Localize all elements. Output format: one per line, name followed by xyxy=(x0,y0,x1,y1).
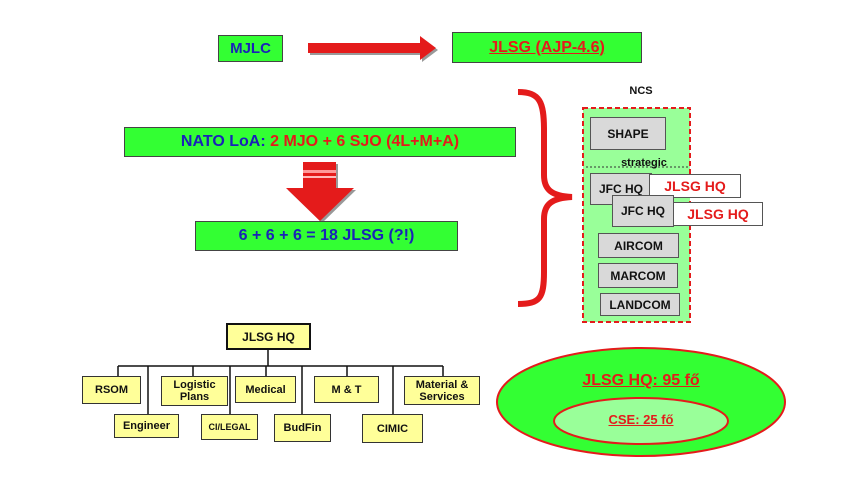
down-arrow xyxy=(286,162,356,223)
nato-loa-text: 2 MJO + 6 SJO (4L+M+A) xyxy=(265,133,460,150)
jlsg-hq-label-2: JLSG HQ xyxy=(687,206,749,222)
curly-brace xyxy=(517,89,573,307)
mjlc-label: MJLC xyxy=(230,40,271,57)
org-root-label: JLSG HQ xyxy=(242,329,295,344)
org-unit-rsom-label: RSOM xyxy=(95,384,128,396)
org-unit-logistic-plans: Logistic Plans xyxy=(161,376,228,406)
aircom-label: AIRCOM xyxy=(614,238,663,253)
org-unit-cimic: CIMIC xyxy=(362,414,423,443)
ncs-label: NCS xyxy=(629,85,653,97)
jfc-hq-box-2: JFC HQ xyxy=(612,195,674,227)
org-chart-connectors xyxy=(117,350,444,414)
strategic-label: strategic xyxy=(621,157,667,169)
mjlc-box: MJLC xyxy=(218,35,283,62)
nato-loa-prefix: NATO LoA: xyxy=(180,133,266,150)
inner-ellipse-label: CSE: 25 fő xyxy=(608,412,674,427)
jlsg-ajp-box: JLSG (AJP-4.6) xyxy=(452,32,642,63)
org-unit-engineer: Engineer xyxy=(114,414,179,438)
org-unit-medical-label: Medical xyxy=(245,383,286,396)
org-unit-ci-legal-label: CI/LEGAL xyxy=(208,422,251,432)
org-root-jlsg-hq: JLSG HQ xyxy=(226,323,311,350)
nato-loa-box: NATO LoA: 2 MJO + 6 SJO (4L+M+A) xyxy=(124,127,516,157)
org-unit-cimic-label: CIMIC xyxy=(376,422,409,435)
jlsg-ajp-label: JLSG (AJP-4.6) xyxy=(489,38,605,56)
top-arrow-right xyxy=(308,36,438,62)
org-unit-material-services: Material & Services xyxy=(404,376,480,405)
org-unit-rsom: RSOM xyxy=(82,376,141,404)
org-unit-budfin-label: BudFin xyxy=(283,422,322,434)
result-box: 6 + 6 + 6 = 18 JLSG (?!) xyxy=(195,221,458,251)
org-unit-m-and-t: M & T xyxy=(314,376,379,403)
org-unit-medical: Medical xyxy=(235,376,296,403)
org-unit-engineer-label: Engineer xyxy=(122,420,171,432)
shape-label: SHAPE xyxy=(607,126,649,141)
shape-box: SHAPE xyxy=(590,117,666,150)
aircom-box: AIRCOM xyxy=(598,233,679,258)
marcom-box: MARCOM xyxy=(598,263,678,288)
marcom-label: MARCOM xyxy=(610,268,666,283)
org-unit-budfin: BudFin xyxy=(274,414,331,442)
jlsg-hq-box-1: JLSG HQ xyxy=(649,174,741,198)
landcom-label: LANDCOM xyxy=(609,297,671,312)
org-unit-ci-legal: CI/LEGAL xyxy=(201,414,258,440)
jfc-hq-label-1: JFC HQ xyxy=(598,182,643,196)
org-unit-m-and-t-label: M & T xyxy=(331,383,362,396)
result-text: 6 + 6 + 6 = 18 JLSG (?!) xyxy=(238,227,415,244)
jlsg-hq-label-1: JLSG HQ xyxy=(664,178,726,194)
org-unit-material-services-label: Material & Services xyxy=(415,378,469,403)
jlsg-hq-box-2: JLSG HQ xyxy=(673,202,763,226)
outer-ellipse-label: JLSG HQ: 95 fő xyxy=(582,372,700,389)
org-unit-logistic-plans-label: Logistic Plans xyxy=(173,379,216,403)
landcom-box: LANDCOM xyxy=(600,293,680,316)
inner-ellipse xyxy=(553,397,729,445)
jfc-hq-label-2: JFC HQ xyxy=(620,204,665,218)
